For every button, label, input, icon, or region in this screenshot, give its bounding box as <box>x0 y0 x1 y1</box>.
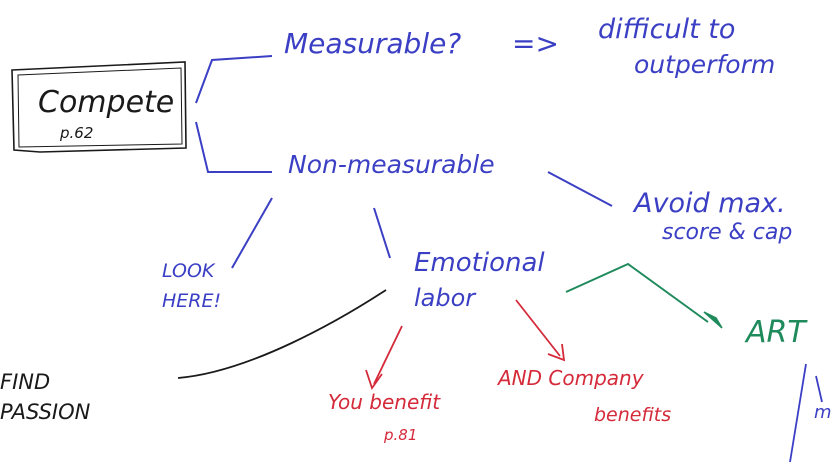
emotional-labor-line2: labor <box>414 284 476 312</box>
implies-arrow: => <box>512 27 559 60</box>
and-company-line1: AND Company <box>498 366 644 390</box>
difficult-text-line1: difficult to <box>598 14 736 45</box>
arrow-to-company-benefits <box>515 299 561 357</box>
compete-box-inner <box>17 67 183 148</box>
arrow-to-you-benefit-head <box>365 369 383 390</box>
find-passion-line1: FIND <box>0 370 51 394</box>
art-branch-line-a <box>789 363 807 462</box>
line-to-avoid <box>547 171 613 207</box>
emotional-labor-line1: Emotional <box>414 248 545 278</box>
compete-title: Compete <box>38 85 175 120</box>
look-here-line1: LOOK <box>162 260 215 282</box>
line-to-look <box>231 197 273 269</box>
art-branch-line-b <box>815 375 823 403</box>
and-company-line2: benefits <box>594 404 672 426</box>
bracket-bottom <box>195 121 272 173</box>
arrow-to-art-head <box>703 311 723 329</box>
avoid-text-line2: score & cap <box>662 220 793 245</box>
art-branch-partial-text: m <box>814 402 832 423</box>
avoid-text-line1: Avoid max. <box>634 188 786 219</box>
arrow-to-you-benefit <box>373 325 403 385</box>
measurable-label: Measurable? <box>284 27 462 60</box>
difficult-text-line2: outperform <box>634 50 776 79</box>
bracket-top <box>195 55 273 104</box>
you-benefit-page-ref: p.81 <box>384 426 418 444</box>
look-here-line2: HERE! <box>162 290 222 312</box>
compete-page-ref: p.62 <box>60 124 94 142</box>
you-benefit-label: You benefit <box>328 390 441 414</box>
find-passion-line2: PASSION <box>0 400 91 424</box>
compete-box <box>11 61 187 153</box>
arrow-to-art <box>565 262 709 323</box>
arrow-to-company-benefits-head <box>547 343 566 362</box>
line-to-find-passion <box>177 289 387 379</box>
line-to-emotional <box>373 207 391 259</box>
art-label: ART <box>746 315 806 350</box>
non-measurable-label: Non-measurable <box>288 150 495 179</box>
